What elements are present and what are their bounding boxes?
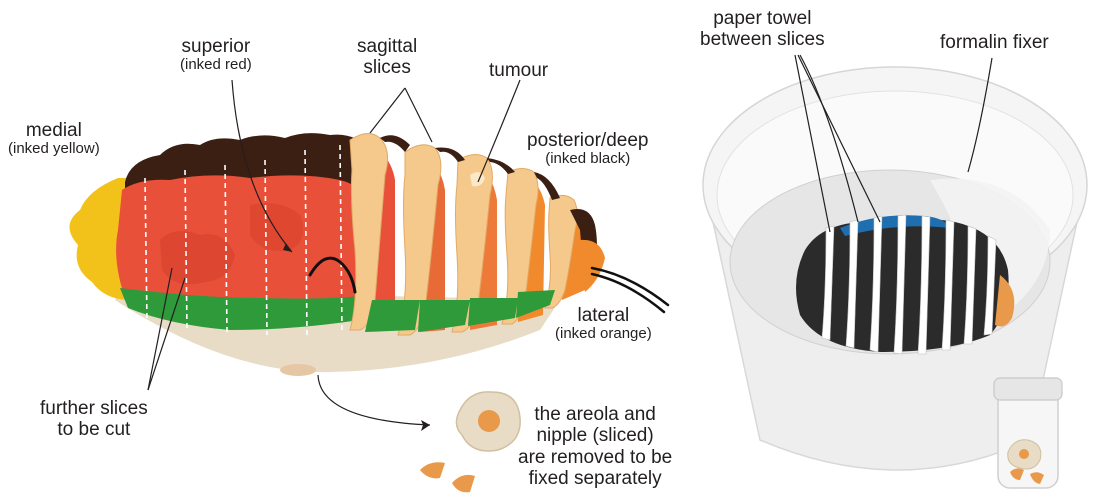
areola-arrowhead: [421, 420, 430, 431]
label-lateral: lateral (inked orange): [555, 305, 652, 343]
nipple-center: [478, 410, 500, 432]
vial-body: [998, 388, 1058, 488]
label-medial: medial (inked yellow): [8, 120, 100, 158]
label-sagittal-slices: sagittal slices: [357, 36, 417, 79]
nipple-spot: [280, 364, 316, 376]
label-posterior-deep: posterior/deep (inked black): [527, 130, 648, 168]
label-areola-nipple: the areola and nipple (sliced) are remov…: [518, 404, 672, 489]
vial-nipple: [1019, 449, 1029, 459]
label-tumour: tumour: [489, 60, 548, 81]
label-further-slices: further slices to be cut: [40, 398, 148, 441]
removed-areola-nipple: [420, 392, 520, 492]
label-formalin-fixer: formalin fixer: [940, 32, 1049, 53]
nipple-slice-1: [420, 462, 445, 478]
vial-cap: [994, 378, 1062, 400]
label-paper-towel: paper towel between slices: [700, 8, 825, 51]
label-superior: superior (inked red): [180, 36, 252, 74]
superior-red-ink: [116, 175, 368, 300]
nipple-slice-2: [452, 475, 475, 492]
areola-vial: [994, 378, 1062, 488]
